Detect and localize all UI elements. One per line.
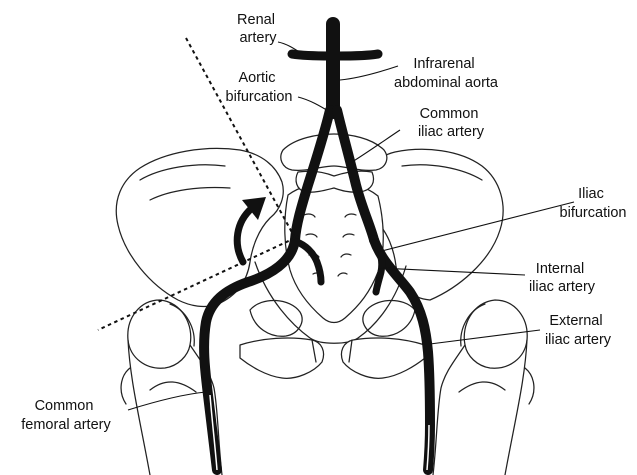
common-femoral-artery-label-line2: femoral artery	[21, 417, 111, 433]
pelvis-bones	[116, 134, 534, 475]
renal-artery-label: Renal artery	[237, 12, 279, 46]
aortic-bifurcation-label: Aortic bifurcation	[226, 70, 293, 105]
external-iliac-artery-label-line1: External	[549, 313, 602, 329]
common-femoral-artery-label-line1: Common	[35, 398, 94, 414]
internal-iliac-artery-label-line1: Internal	[536, 261, 584, 277]
external-iliac-artery-label-line2: iliac artery	[545, 332, 612, 348]
infrarenal-aorta-label-line1: Infrarenal	[413, 56, 474, 72]
common-femoral-artery-label: Common femoral artery	[21, 398, 111, 433]
infrarenal-aorta-label-line2: abdominal aorta	[394, 75, 499, 91]
lumbar-vertebra	[281, 134, 387, 170]
external-iliac-artery-label: External iliac artery	[545, 313, 612, 348]
common-iliac-artery-label-line1: Common	[420, 106, 479, 122]
renal-artery-label-line2: artery	[239, 30, 277, 46]
iliac-bifurcation-label-line1: Iliac	[578, 186, 604, 202]
internal-iliac-artery-label: Internal iliac artery	[529, 261, 596, 295]
renal-artery-label-line1: Renal	[237, 12, 275, 28]
internal-iliac-artery-label-line2: iliac artery	[529, 279, 596, 295]
aortic-bifurcation-label-line2: bifurcation	[226, 89, 293, 105]
aortic-bifurcation-label-line1: Aortic	[238, 70, 275, 86]
pubic-symphysis	[240, 338, 324, 378]
common-iliac-artery-label-line2: iliac artery	[418, 124, 485, 140]
infrarenal-aorta-label: Infrarenal abdominal aorta	[394, 56, 499, 91]
iliac-bifurcation-label-line2: bifurcation	[560, 205, 627, 221]
common-iliac-artery-label: Common iliac artery	[418, 106, 485, 140]
